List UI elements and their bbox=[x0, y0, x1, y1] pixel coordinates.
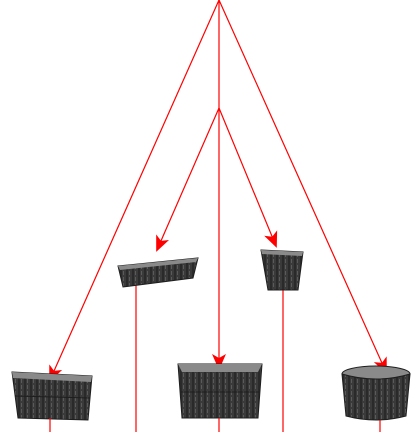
small-tapered-basket-icon bbox=[260, 249, 304, 291]
round-woven-basket-icon bbox=[341, 365, 411, 421]
edge-branch-to-trough-basket bbox=[156, 107, 220, 252]
edge-root-to-left-basket bbox=[49, 0, 220, 382]
edge-branch-to-small-basket bbox=[218, 107, 278, 248]
wide-woven-basket-icon bbox=[11, 371, 93, 421]
edge-root-to-right-basket bbox=[218, 0, 387, 374]
long-trough-basket-icon bbox=[117, 257, 199, 288]
square-woven-basket-icon bbox=[177, 363, 263, 419]
